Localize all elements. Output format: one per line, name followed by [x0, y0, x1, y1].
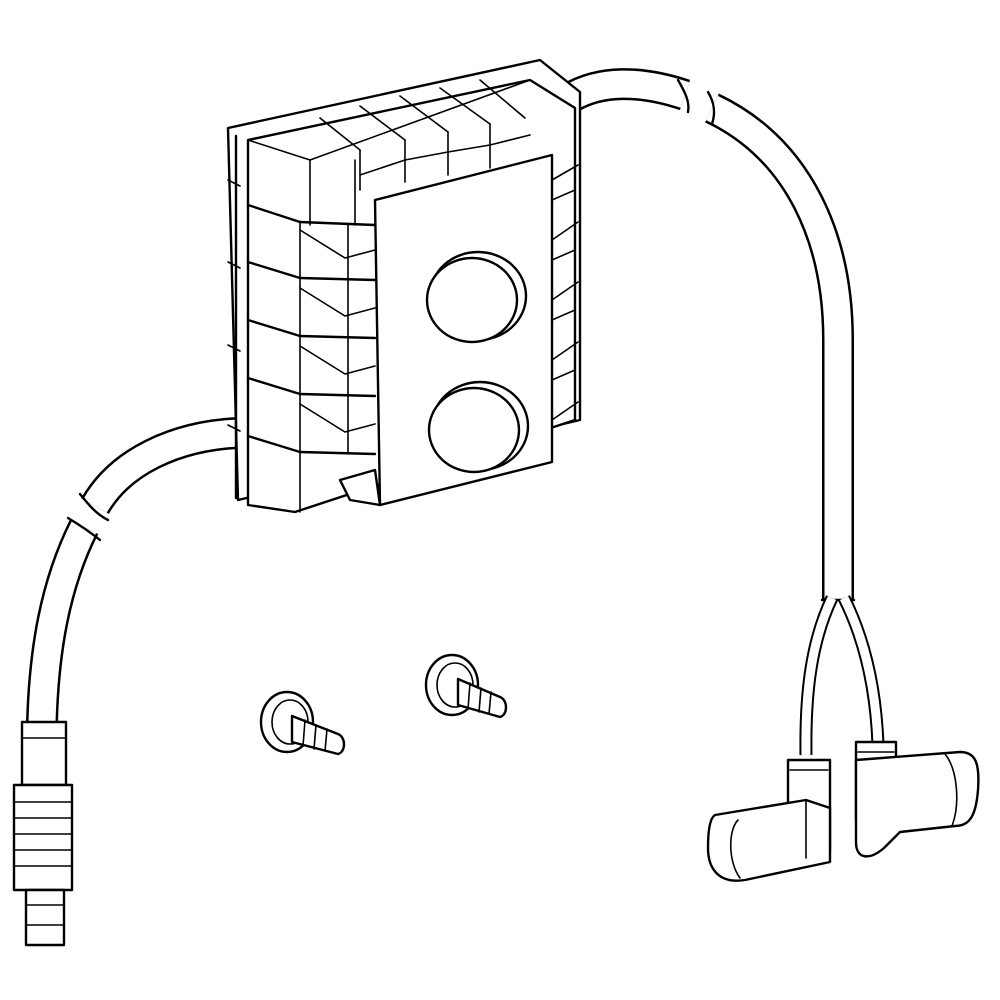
left-cable: [26, 417, 240, 723]
flat-connector-right: [854, 740, 980, 858]
split-wires: [799, 595, 885, 756]
control-module: [226, 58, 582, 514]
flat-connector-left: [706, 758, 832, 882]
screw-left: [259, 690, 346, 756]
push-button-bottom: [427, 380, 530, 474]
right-cable: [561, 68, 856, 602]
screw-right: [424, 653, 508, 719]
plug-connector: [12, 720, 74, 947]
push-button-top: [425, 250, 528, 344]
